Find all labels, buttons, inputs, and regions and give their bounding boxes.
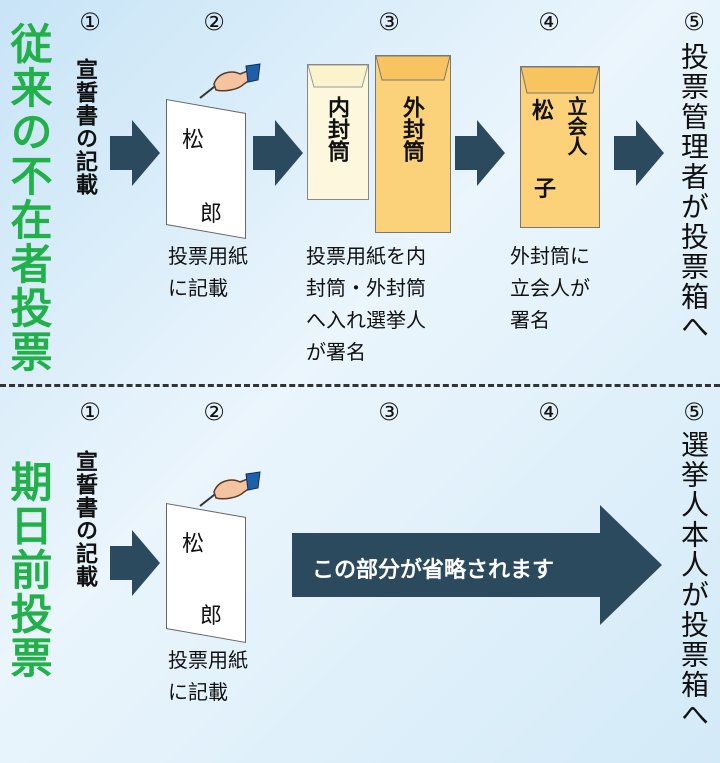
bottom-oath-label: 宣誓書の記載 bbox=[72, 450, 97, 588]
section-divider bbox=[0, 384, 720, 387]
top-arrow-3 bbox=[455, 120, 505, 186]
top-step-3-number: ③ bbox=[378, 8, 400, 36]
inner-envelope bbox=[307, 64, 369, 200]
hand-writing-icon bbox=[198, 470, 262, 514]
top-envelope-caption: 投票用紙を内 封筒・外封筒 へ入れ選挙人 が署名 bbox=[306, 244, 426, 364]
bottom-final-step: 選挙人本人が投票箱へ bbox=[677, 430, 710, 730]
omitted-steps-label: この部分が省略されます bbox=[312, 558, 555, 583]
top-step-5-number: ⑤ bbox=[683, 8, 705, 36]
top-final-step: 投票管理者が投票箱へ bbox=[677, 42, 710, 342]
bottom-section-title: 期日前投票 bbox=[4, 460, 53, 680]
top-step-4-number: ④ bbox=[538, 8, 560, 36]
bottom-ballot-name-bottom: 郎 bbox=[200, 604, 223, 629]
bottom-arrow-1 bbox=[110, 530, 160, 596]
top-arrow-2 bbox=[253, 120, 303, 186]
bottom-step-1-number: ① bbox=[79, 398, 101, 426]
bottom-step-2-number: ② bbox=[203, 398, 225, 426]
omitted-steps-arrow bbox=[292, 505, 662, 625]
top-ballot-name-bottom: 郎 bbox=[200, 202, 223, 227]
outer-envelope-label: 外封筒 bbox=[399, 96, 424, 162]
bottom-ballot-name-top: 松 bbox=[182, 532, 205, 557]
witness-envelope bbox=[520, 66, 600, 228]
top-arrow-4 bbox=[614, 120, 664, 186]
witness-label: 立会人 bbox=[564, 96, 588, 156]
bottom-ballot-caption: 投票用紙 に記載 bbox=[168, 648, 248, 704]
top-ballot-name-top: 松 bbox=[182, 128, 205, 153]
top-step-1-number: ① bbox=[79, 8, 101, 36]
witness-envelope-name: 松 bbox=[532, 99, 555, 124]
hand-writing-icon bbox=[198, 62, 262, 106]
top-ballot-caption: 投票用紙 に記載 bbox=[168, 244, 248, 300]
top-step-2-number: ② bbox=[203, 8, 225, 36]
top-arrow-1 bbox=[110, 120, 160, 186]
outer-envelope bbox=[375, 55, 451, 233]
top-section-title: 従来の不在者投票 bbox=[4, 22, 53, 374]
top-oath-label: 宣誓書の記載 bbox=[72, 58, 97, 196]
inner-envelope-label: 内封筒 bbox=[324, 96, 349, 162]
bottom-step-3-number: ③ bbox=[378, 398, 400, 426]
bottom-step-4-number: ④ bbox=[538, 398, 560, 426]
top-witness-caption: 外封筒に 立会人が 署名 bbox=[510, 244, 590, 332]
bottom-step-5-number: ⑤ bbox=[683, 398, 705, 426]
witness-envelope-name-bottom: 子 bbox=[534, 177, 557, 202]
